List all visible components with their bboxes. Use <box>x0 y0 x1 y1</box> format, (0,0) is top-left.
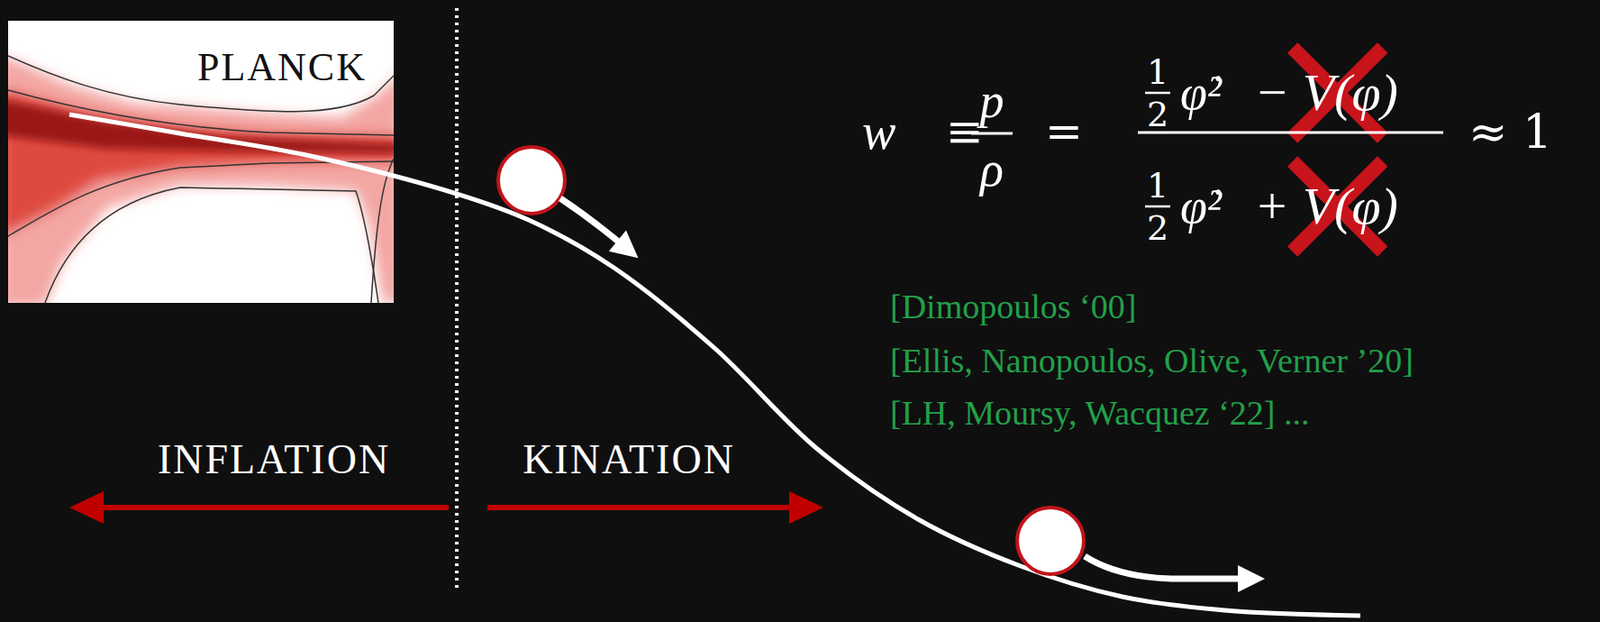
kination-arrowhead <box>789 490 824 524</box>
equation-symbol-holder: ≡ <box>945 109 984 155</box>
fraction-bar <box>1137 131 1444 135</box>
equation-number-holder: 2 <box>1146 97 1169 132</box>
equation-term-holder: φ̇² <box>1180 181 1222 231</box>
motion-arrow <box>560 198 622 245</box>
equation-number: 1 <box>1146 54 1169 90</box>
equation-number: 1 <box>1146 168 1169 203</box>
equation-symbol: w <box>862 106 896 157</box>
equation-number: 2 <box>1146 97 1169 132</box>
citation: [Ellis, Nanopoulos, Olive, Verner ’20] <box>890 343 1414 378</box>
equation-symbol: p <box>980 76 1005 126</box>
equation-symbol-holder: = <box>1045 109 1083 155</box>
phase-label-holder: KINATION <box>522 438 736 481</box>
rolling-ball <box>498 146 565 214</box>
equation-symbol-holder: p <box>980 76 1005 126</box>
citation-holder: [LH, Moursy, Wacquez ‘22] ... <box>890 395 1310 430</box>
rolling-ball <box>1017 507 1084 574</box>
equation-symbol: ≈ 1 <box>1468 108 1553 155</box>
dotted-divider <box>454 8 459 592</box>
equation-symbol: = <box>1045 109 1083 155</box>
fraction-bar <box>1145 91 1171 95</box>
citation: [Dimopoulos ‘00] <box>890 289 1137 324</box>
fraction-bar <box>1145 205 1171 209</box>
equation-number: 2 <box>1146 210 1169 246</box>
equation-symbol-holder: w <box>862 106 896 157</box>
equation-number-holder: 1 <box>1146 168 1169 203</box>
motion-arrow <box>1084 555 1244 579</box>
equation-symbol-holder: ρ <box>980 145 1004 194</box>
citation-holder: [Dimopoulos ‘00] <box>890 289 1137 324</box>
inflation-arrowhead <box>69 490 104 524</box>
panel-title: PLANCK <box>8 44 367 91</box>
phase-label: INFLATION <box>157 438 391 481</box>
phase-label: KINATION <box>522 438 736 481</box>
inflation-arrow <box>100 504 449 510</box>
equation-symbol-holder: ≈ 1 <box>1468 108 1553 155</box>
equation-term: φ̇² <box>1180 181 1222 231</box>
kination-arrow <box>487 504 793 510</box>
equation-symbol: ≡ <box>945 109 984 155</box>
citation-holder: [Ellis, Nanopoulos, Olive, Verner ’20] <box>890 343 1414 378</box>
phase-label-holder: INFLATION <box>157 438 391 481</box>
equation-term-holder: + V(φ) <box>1254 180 1399 233</box>
heatmap-core-band <box>8 99 394 154</box>
planck-panel: PLANCK <box>8 20 394 303</box>
heatmap-outer-region <box>8 54 394 303</box>
citation: [LH, Moursy, Wacquez ‘22] ... <box>890 395 1310 430</box>
equation-term: + V(φ) <box>1254 180 1399 233</box>
contour-lines <box>8 55 394 303</box>
equation-term-holder: φ̇² <box>1180 68 1222 118</box>
equation-term: − V(φ) <box>1254 66 1399 119</box>
equation-term: φ̇² <box>1180 68 1222 118</box>
equation-symbol: ρ <box>980 145 1004 194</box>
equation-number-holder: 2 <box>1146 210 1169 246</box>
equation-number-holder: 1 <box>1146 54 1169 90</box>
equation-term-holder: − V(φ) <box>1254 66 1399 119</box>
